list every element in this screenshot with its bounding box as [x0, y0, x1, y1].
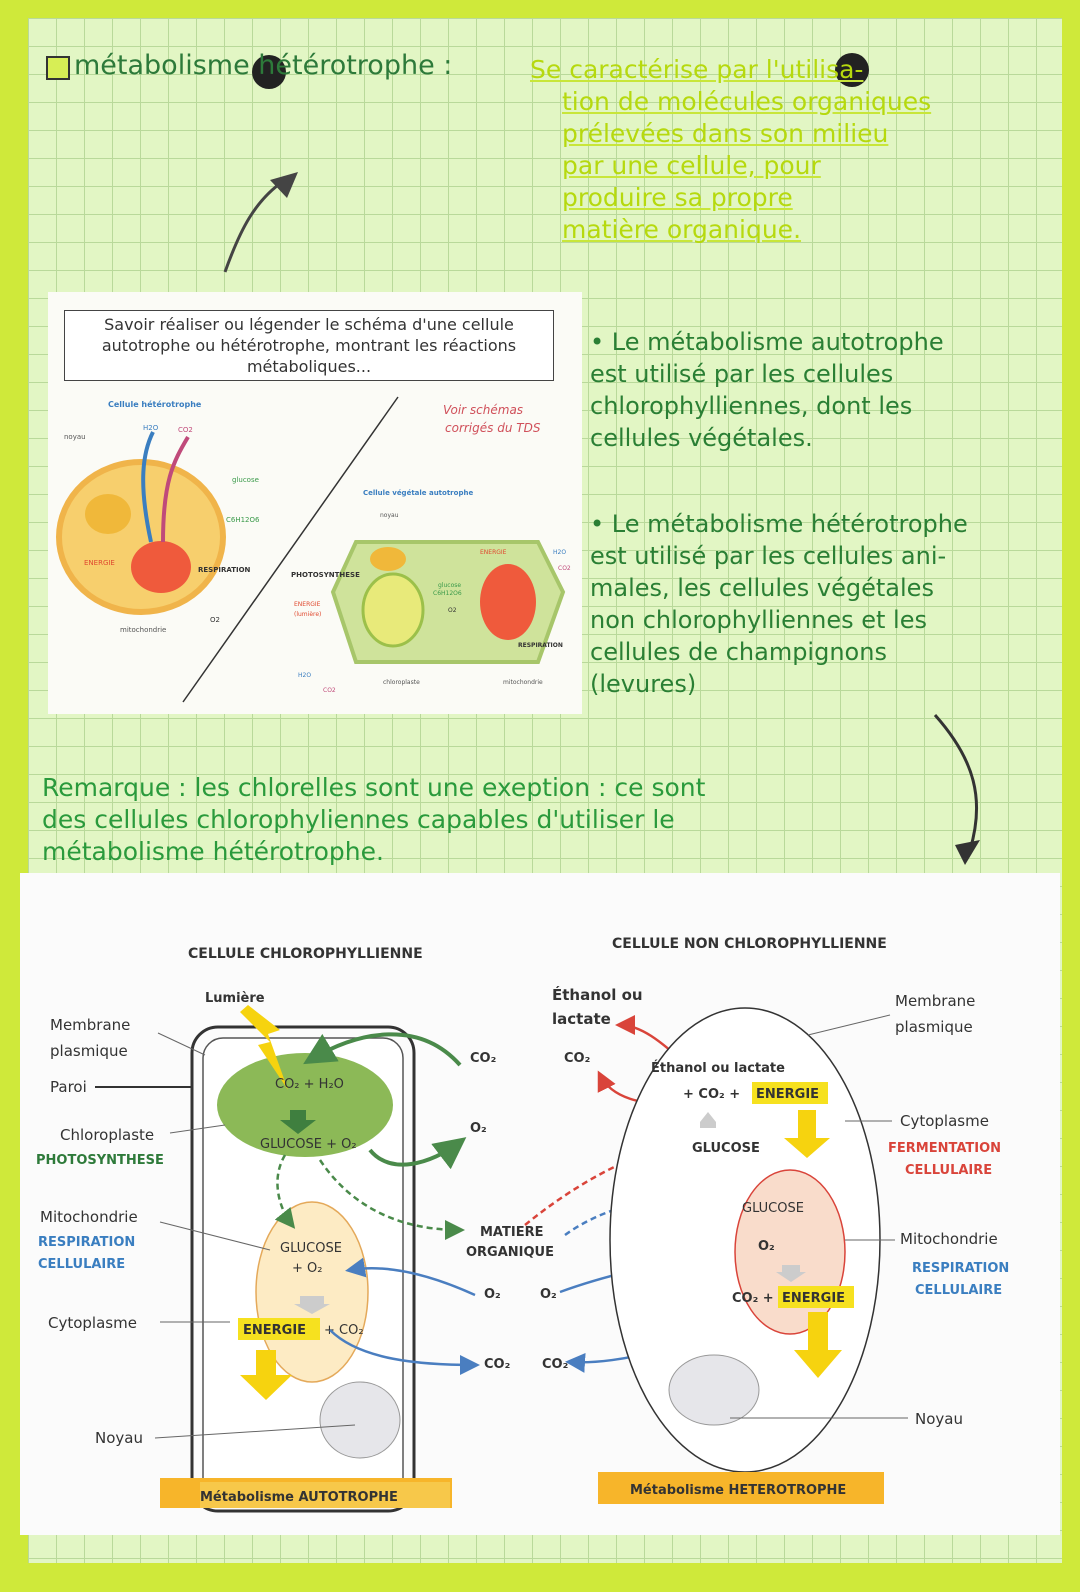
svg-text:RESPIRATION: RESPIRATION: [518, 642, 563, 649]
energy-badge: ENERGIE: [243, 1323, 306, 1338]
svg-text:O2: O2: [448, 607, 457, 614]
svg-text:Cellule hétérotrophe: Cellule hétérotrophe: [108, 399, 202, 409]
top-figure: Savoir réaliser ou légender le schéma d'…: [48, 292, 582, 714]
svg-text:mitochondrie: mitochondrie: [120, 626, 166, 634]
right-footer: Métabolisme HETEROTROPHE: [630, 1483, 846, 1498]
svg-text:RESPIRATION: RESPIRATION: [198, 566, 251, 574]
lightning-icon: [240, 1005, 288, 1090]
label: Éthanol ou: [552, 985, 643, 1004]
label: + CO₂ +: [683, 1087, 740, 1102]
label: RESPIRATION: [38, 1235, 135, 1250]
label: CELLULAIRE: [38, 1257, 125, 1272]
svg-text:C6H12O6: C6H12O6: [226, 516, 260, 524]
label: Cytoplasme: [900, 1112, 989, 1130]
label: Membrane: [895, 992, 975, 1010]
svg-text:ENERGIE: ENERGIE: [480, 549, 507, 556]
svg-text:mitochondrie: mitochondrie: [503, 679, 543, 686]
svg-text:CO2: CO2: [558, 565, 571, 572]
left-footer: Métabolisme AUTOTROPHE: [200, 1490, 398, 1505]
svg-text:(lumière): (lumière): [294, 611, 321, 618]
left-title: CELLULE CHLOROPHYLLIENNE: [188, 946, 423, 962]
heterotroph-cell: Cellule hétérotrophe noyau H2O CO2 gluco…: [56, 399, 260, 634]
label: CO₂: [484, 1357, 510, 1372]
label: plasmique: [895, 1018, 973, 1036]
energy-badge: ENERGIE: [756, 1087, 819, 1102]
svg-text:C6H12O6: C6H12O6: [433, 590, 462, 597]
label: PHOTOSYNTHESE: [36, 1153, 164, 1168]
label: lactate: [552, 1010, 611, 1028]
label: Mitochondrie: [40, 1208, 138, 1226]
svg-text:H2O: H2O: [553, 549, 566, 556]
label: O₂: [540, 1287, 557, 1302]
label: Lumière: [205, 991, 265, 1006]
svg-text:H2O: H2O: [298, 672, 311, 679]
svg-text:noyau: noyau: [64, 433, 86, 441]
right-title: CELLULE NON CHLOROPHYLLIENNE: [612, 936, 887, 952]
note-text: corrigés du TDS: [445, 421, 541, 435]
svg-text:CO2: CO2: [178, 426, 193, 434]
punch-hole: [252, 55, 286, 89]
heading-title: métabolisme hétérotrophe :: [74, 50, 453, 81]
label: Membrane: [50, 1016, 130, 1034]
autotroph-cell: Cellule végétale autotrophe noyau PHOTOS…: [291, 489, 571, 694]
label: CO₂ +: [732, 1291, 774, 1306]
label: GLUCOSE + O₂: [260, 1137, 357, 1152]
label: CO₂: [542, 1357, 568, 1372]
label: CO₂: [564, 1051, 590, 1066]
punch-hole: [835, 53, 869, 87]
svg-text:chloroplaste: chloroplaste: [383, 679, 420, 686]
label: + O₂: [292, 1261, 322, 1276]
svg-text:H2O: H2O: [143, 424, 159, 432]
checkbox: [46, 56, 70, 80]
remark-text: Remarque : les chlorelles sont une exept…: [42, 773, 706, 866]
label: Éthanol ou lactate: [651, 1060, 785, 1076]
label: Noyau: [915, 1410, 963, 1428]
label: GLUCOSE: [280, 1241, 342, 1256]
label: CELLULAIRE: [915, 1283, 1002, 1298]
label: CO₂ + H₂O: [275, 1077, 344, 1092]
label: Paroi: [50, 1078, 87, 1096]
label: Mitochondrie: [900, 1230, 998, 1248]
figure-title: Savoir réaliser ou légender le schéma d'…: [64, 310, 554, 381]
non-chlorophyll-cell: [609, 1007, 881, 1473]
label: plasmique: [50, 1042, 128, 1060]
chlorophyll-cell: [190, 1005, 416, 1513]
label: CELLULAIRE: [905, 1163, 992, 1178]
definition-text: Se caractérise par l'utilisa-tion de mol…: [530, 55, 932, 244]
svg-text:O2: O2: [210, 616, 220, 624]
label: GLUCOSE: [742, 1201, 804, 1216]
svg-text:Cellule végétale autotrophe: Cellule végétale autotrophe: [363, 489, 473, 497]
label: ORGANIQUE: [466, 1245, 554, 1260]
label: O₂: [758, 1239, 775, 1254]
label: O₂: [470, 1121, 487, 1136]
svg-text:noyau: noyau: [380, 512, 399, 519]
energy-badge: ENERGIE: [782, 1291, 845, 1306]
label: O₂: [484, 1287, 501, 1302]
label: MATIERE: [480, 1225, 543, 1240]
svg-text:ENERGIE: ENERGIE: [294, 601, 321, 608]
label: Chloroplaste: [60, 1126, 154, 1144]
label: Cytoplasme: [48, 1314, 137, 1332]
label: FERMENTATION: [888, 1141, 1001, 1156]
divider-line: [182, 396, 399, 703]
label: GLUCOSE: [692, 1141, 760, 1156]
label: Noyau: [95, 1429, 143, 1447]
svg-text:PHOTOSYNTHESE: PHOTOSYNTHESE: [291, 571, 360, 579]
label: RESPIRATION: [912, 1261, 1009, 1276]
note-text: Voir schémas: [443, 403, 523, 417]
svg-text:CO2: CO2: [323, 687, 336, 694]
label: CO₂: [470, 1051, 496, 1066]
svg-text:glucose: glucose: [232, 476, 259, 484]
svg-text:ENERGIE: ENERGIE: [84, 559, 115, 567]
svg-text:glucose: glucose: [438, 582, 461, 589]
